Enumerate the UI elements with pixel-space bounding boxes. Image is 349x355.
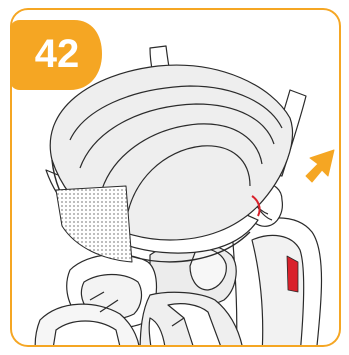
step-number: 42	[22, 30, 92, 78]
arrow-up-right-icon	[306, 150, 334, 182]
